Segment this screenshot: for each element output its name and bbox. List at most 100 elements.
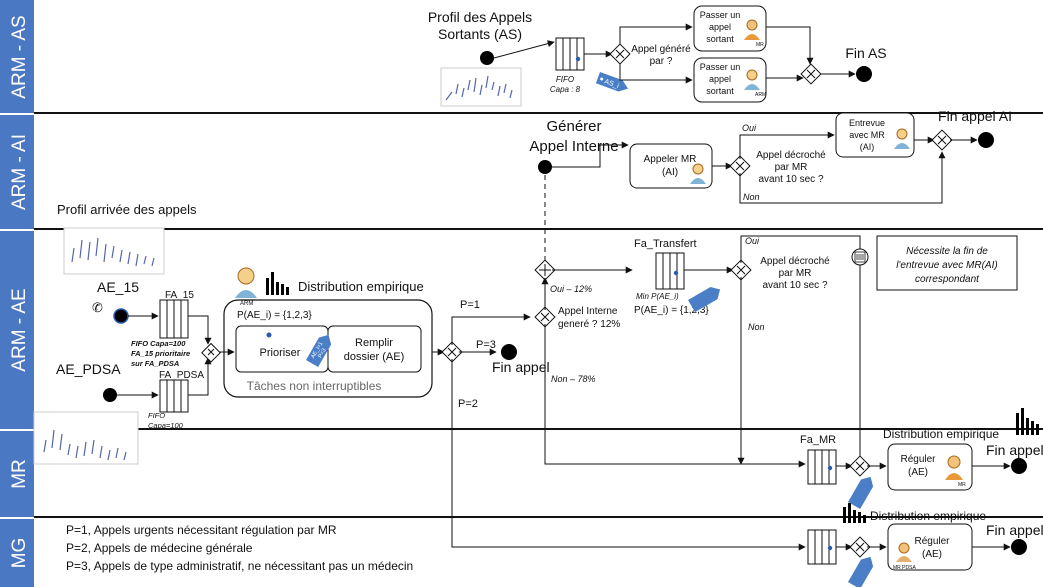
ae-distrib-label: Distribution empirique xyxy=(298,279,424,294)
as-fifo-capa: Capa : 8 xyxy=(550,85,581,94)
fa15-note-1: FIFO Capa=100 xyxy=(131,339,186,348)
as-join-gateway xyxy=(800,63,822,85)
mg-task-label-1: Réguler xyxy=(914,536,950,547)
ae-group-noninterruptible xyxy=(223,299,433,398)
as-profile-chart xyxy=(440,67,522,107)
mg-legend-2: P=2, Appels de médecine générale xyxy=(66,541,253,555)
ai-oui-label: Oui xyxy=(742,123,757,133)
ai-gw-label-3: avant 10 sec ? xyxy=(758,174,823,185)
ai-entrevue-label-3: (AI) xyxy=(860,142,875,152)
as-task-mr-label-1: Passer un xyxy=(700,10,741,20)
svg-text:MR PDSA: MR PDSA xyxy=(893,565,916,571)
ai-end-label: Fin appel AI xyxy=(938,108,1012,124)
fa-transfert-queue xyxy=(655,252,685,290)
bar-chart-icon xyxy=(1016,408,1039,435)
lane-label-ae: ARM - AE xyxy=(9,288,30,371)
ai-task-label-2: (AI) xyxy=(662,167,678,178)
mr-end-label: Fin appel xyxy=(986,442,1043,458)
ae-gw-ai-label-1: Appel Interne xyxy=(558,306,618,317)
fa-pdsa-note-2: Capa=100 xyxy=(148,421,184,430)
ae-note-line-3: correspondant xyxy=(915,274,980,285)
lane-ai-content: Générer Appel Interne Appeler MR (AI) Ap… xyxy=(57,108,1012,217)
as-task-arm-label-2: appel xyxy=(709,74,731,84)
ae-p-label: P(AE_i) = {1,2,3} xyxy=(237,310,312,321)
ae-pdsa-label: AE_PDSA xyxy=(56,361,121,377)
fa-mr-queue xyxy=(807,449,837,485)
as-task-arm-label-3: sortant xyxy=(706,86,734,96)
lane-header-ai xyxy=(0,115,34,229)
mr-person-icon: MR xyxy=(744,19,764,48)
ae-note-line-2: l'entrevue avec MR(AI) xyxy=(896,260,997,271)
fa15-label: FA_15 xyxy=(165,290,194,301)
mg-end-event xyxy=(1011,539,1027,555)
as-end-event xyxy=(856,66,872,82)
p2-label: P=2 xyxy=(458,398,478,410)
lane-mr-content: Fa_MR Réguler (AE) MR Distribution empir… xyxy=(800,408,1043,509)
doctor-person-icon: MR PDSA xyxy=(893,542,916,571)
lane-mg-content: P=1, Appels urgents nécessitant régulati… xyxy=(66,503,1043,587)
ae-task-remplir-label-1: Remplir xyxy=(355,337,393,349)
ai-gw-label-1: Appel décroché xyxy=(756,150,826,161)
arm-person-icon: ARM xyxy=(744,69,766,98)
ae-ai-gateway xyxy=(534,306,556,328)
as-task-mr-label-3: sortant xyxy=(706,34,734,44)
fa15-queue xyxy=(159,299,189,339)
lane-headers: ARM - AS ARM - AI ARM - AE MR MG xyxy=(0,0,34,587)
mr-end-event xyxy=(1011,458,1027,474)
as-tag: AS_i xyxy=(595,72,629,92)
ae-fin-appel-label: Fin appel xyxy=(492,359,550,375)
svg-text:ARM: ARM xyxy=(240,301,253,307)
svg-text:AS_i: AS_i xyxy=(603,78,620,90)
mr-person-icon xyxy=(894,128,910,149)
ae-task-remplir-label-2: dossier (AE) xyxy=(344,351,405,363)
ae-note-line-1: Nécessite la fin de xyxy=(906,246,988,257)
as-gateway-label-2: par ? xyxy=(650,56,673,67)
conditional-event-icon xyxy=(851,248,869,266)
as-task-arm-label-1: Passer un xyxy=(700,62,741,72)
fa-transfert-min: Min P(AE_i) xyxy=(636,292,679,301)
p1-label: P=1 xyxy=(460,299,480,311)
mg-distrib-label: Distribution empirique xyxy=(870,509,986,523)
ae-oui-label: Oui xyxy=(745,236,760,246)
as-task-arm xyxy=(693,57,767,103)
ae-gw2-label-3: avant 10 sec ? xyxy=(762,280,827,291)
fa-pdsa-label: FA_PDSA xyxy=(159,370,204,381)
phone-icon: ✆ xyxy=(92,300,103,315)
mg-task-label-2: (AE) xyxy=(922,549,942,560)
as-fifo-label: FIFO xyxy=(556,75,574,84)
as-profile-title-2: Sortants (AS) xyxy=(438,26,522,42)
ai-join-gateway xyxy=(931,129,953,151)
bar-chart-icon xyxy=(843,503,866,523)
ae-gw2-label-1: Appel décroché xyxy=(760,256,830,267)
lane-label-mr: MR xyxy=(9,459,30,489)
ae-fin-appel-event xyxy=(501,344,517,360)
ae-group-label: Tâches non interruptibles xyxy=(247,379,382,393)
fa15-note-2: FA_15 prioritaire xyxy=(131,349,190,358)
fa-pdsa-queue xyxy=(159,379,189,413)
ae-non78-label: Non – 78% xyxy=(551,374,596,384)
ae-gw-ai-label-2: generé ? 12% xyxy=(558,319,620,330)
ai-entrevue-label-2: avec MR xyxy=(849,130,885,140)
p3-label: P=3 xyxy=(476,339,496,351)
mg-gateway xyxy=(849,536,871,558)
svg-text:ARM: ARM xyxy=(755,92,766,98)
mg-legend-3: P=3, Appels de type administratif, ne né… xyxy=(66,559,413,573)
ai-gateway xyxy=(729,155,751,177)
ai-gen-label-1: Générer xyxy=(546,118,601,135)
lane-as-content: Profil des Appels Sortants (AS) FIFO Cap… xyxy=(428,5,887,107)
ae-oui12-label: Oui – 12% xyxy=(550,284,592,294)
mr-task-label-2: (AE) xyxy=(908,467,928,478)
ae15-start-event xyxy=(113,308,129,324)
mr-person-icon: MR xyxy=(945,455,966,488)
profil-arrivee-label: Profil arrivée des appels xyxy=(57,202,197,217)
ae-merge-gateway xyxy=(201,342,221,363)
lane-header-mr xyxy=(0,431,34,517)
arm-person-icon xyxy=(690,163,706,184)
ai-task-entrevue xyxy=(835,112,915,158)
as-task-mr-label-2: appel xyxy=(709,22,731,32)
ae-pdsa-start-event xyxy=(103,388,117,402)
as-gateway-label-1: Appel généré xyxy=(631,44,691,55)
mr-distrib-label: Distribution empirique xyxy=(883,427,999,441)
ai-non-label: Non xyxy=(743,192,760,202)
